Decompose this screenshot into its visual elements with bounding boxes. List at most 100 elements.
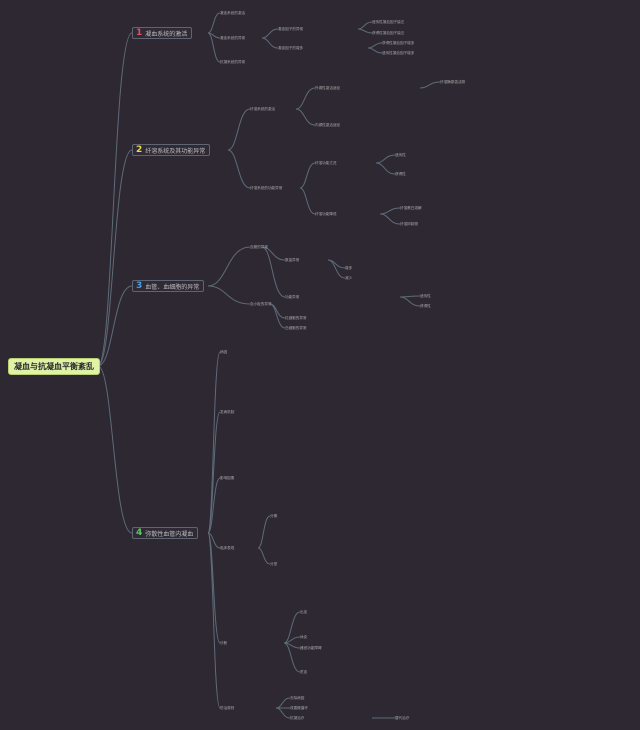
branch-node[interactable]: 遗传性 xyxy=(395,153,406,157)
connector-line xyxy=(379,213,401,225)
branch-node[interactable]: 分型 xyxy=(270,562,278,566)
branch-node[interactable]: 出血 xyxy=(300,610,308,614)
branch-node[interactable]: 临床表现 xyxy=(220,546,235,550)
connector-line xyxy=(295,108,316,126)
connector-line xyxy=(97,32,133,367)
branch-node[interactable]: 增多 xyxy=(345,266,353,270)
connector-line xyxy=(257,515,271,549)
connector-line xyxy=(261,37,279,49)
connector-line xyxy=(261,246,286,298)
branch-node[interactable]: 遗传性 xyxy=(420,294,431,298)
connector-line xyxy=(207,532,221,709)
branch-node[interactable]: 纤溶系统的激活 xyxy=(250,107,276,111)
branch-node[interactable]: 纤溶系统的功能异常 xyxy=(250,186,283,190)
branch-node[interactable]: 获得性凝血因子缺乏 xyxy=(372,31,405,35)
connector-line xyxy=(257,547,271,565)
branch-node[interactable]: 获得性 xyxy=(395,172,406,176)
connector-line xyxy=(367,47,383,54)
connector-line xyxy=(399,296,421,307)
connector-line xyxy=(399,295,421,298)
branch-node[interactable]: 纤溶抑制物 xyxy=(400,222,418,226)
connector-line xyxy=(269,303,286,329)
branch-node[interactable]: 影响因素 xyxy=(220,476,235,480)
branch-node[interactable]: 防治原则 xyxy=(220,706,235,710)
branch-node[interactable]: 发病机制 xyxy=(220,410,235,414)
connector-line xyxy=(275,697,291,709)
topic-3[interactable]: 3 血管、血细胞的异常 xyxy=(132,280,205,292)
branch-node[interactable]: 抗凝系统的异常 xyxy=(220,60,246,64)
topic-label: 凝血系统的激活 xyxy=(145,30,188,38)
connector-line xyxy=(375,154,396,164)
topic-label: 血管、血细胞的异常 xyxy=(145,283,200,291)
connector-line xyxy=(283,642,301,673)
branch-node[interactable]: 外源性激活途径 xyxy=(315,86,341,90)
branch-node[interactable]: 遗传性凝血因子增多 xyxy=(382,51,415,55)
connector-line xyxy=(207,32,221,63)
topic-1[interactable]: 1 凝血系统的激活 xyxy=(132,27,193,39)
branch-node[interactable]: 器官功能障碍 xyxy=(300,646,322,650)
branch-node[interactable]: 获得性 xyxy=(420,304,431,308)
connector-line xyxy=(283,611,301,644)
connector-line xyxy=(269,303,286,319)
connector-line xyxy=(227,108,251,151)
connector-line xyxy=(275,707,291,719)
branch-node[interactable]: 红细胞的异常 xyxy=(285,316,307,320)
connector-line xyxy=(299,187,316,215)
branch-node[interactable]: 凝血因子的异常 xyxy=(278,27,304,31)
connector-line xyxy=(207,411,221,534)
branch-node[interactable]: 纤溶功能降低 xyxy=(315,212,337,216)
branch-node[interactable]: 贫血 xyxy=(300,670,308,674)
topic-label: 纤溶系统及其功能异常 xyxy=(145,147,206,155)
branch-node[interactable]: 分期 xyxy=(270,514,278,518)
topic-number: 2 xyxy=(136,145,143,155)
topic-2[interactable]: 2 纤溶系统及其功能异常 xyxy=(132,144,211,156)
topic-4[interactable]: 4 弥散性血管内凝血 xyxy=(132,527,199,539)
connector-line xyxy=(97,285,133,367)
connector-line xyxy=(299,162,316,189)
connector-line xyxy=(419,81,441,89)
branch-node[interactable]: 减少 xyxy=(345,276,353,280)
topic-label: 弥散性血管内凝血 xyxy=(145,530,194,538)
branch-node[interactable]: 获得性凝血因子增多 xyxy=(382,41,415,45)
branch-node[interactable]: 纤溶功能亢进 xyxy=(315,161,337,165)
connector-line xyxy=(367,42,383,49)
branch-node[interactable]: 凝血系统的异常 xyxy=(220,36,246,40)
connector-line xyxy=(227,149,251,189)
branch-node[interactable]: 改善微循环 xyxy=(290,706,308,710)
branch-node[interactable]: 血小板的异常 xyxy=(250,302,272,306)
connector-line xyxy=(207,532,221,549)
branch-node[interactable]: 凝血因子的增多 xyxy=(278,46,304,50)
branch-node[interactable]: 遗传性凝血因子缺乏 xyxy=(372,20,405,24)
connector-line xyxy=(207,12,221,34)
connector-line xyxy=(261,28,279,39)
connector-line xyxy=(97,365,133,534)
branch-node[interactable]: 替代治疗 xyxy=(395,716,410,720)
branch-node[interactable]: 功能异常 xyxy=(285,295,300,299)
branch-node[interactable]: 抗凝治疗 xyxy=(290,716,305,720)
connector-line xyxy=(295,87,316,110)
connector-line xyxy=(379,207,401,215)
connector-line xyxy=(97,149,133,367)
branch-node[interactable]: 病因 xyxy=(220,350,228,354)
branch-node[interactable]: 数量异常 xyxy=(285,258,300,262)
branch-node[interactable]: 血管的异常 xyxy=(250,245,268,249)
connector-line xyxy=(357,28,373,34)
topic-number: 1 xyxy=(136,28,143,38)
connector-line xyxy=(327,259,346,279)
branch-node[interactable]: 内源性激活途径 xyxy=(315,123,341,127)
connector-line xyxy=(357,21,373,30)
branch-node[interactable]: 去除病因 xyxy=(290,696,305,700)
root-node[interactable]: 凝血与抗凝血平衡紊乱 xyxy=(8,358,100,375)
branch-node[interactable]: 诊断 xyxy=(220,641,228,645)
branch-node[interactable]: 纤溶酶原激活物 xyxy=(440,80,466,84)
connector-line xyxy=(375,162,396,175)
topic-number: 4 xyxy=(136,528,143,538)
branch-node[interactable]: 凝血系统的激活 xyxy=(220,11,246,15)
branch-node[interactable]: 白细胞的异常 xyxy=(285,326,307,330)
connector-line xyxy=(207,246,251,287)
branch-node[interactable]: 纤溶蛋白溶解 xyxy=(400,206,422,210)
branch-node[interactable]: 休克 xyxy=(300,635,308,639)
connector-line xyxy=(207,285,251,305)
connector-line xyxy=(207,477,221,534)
